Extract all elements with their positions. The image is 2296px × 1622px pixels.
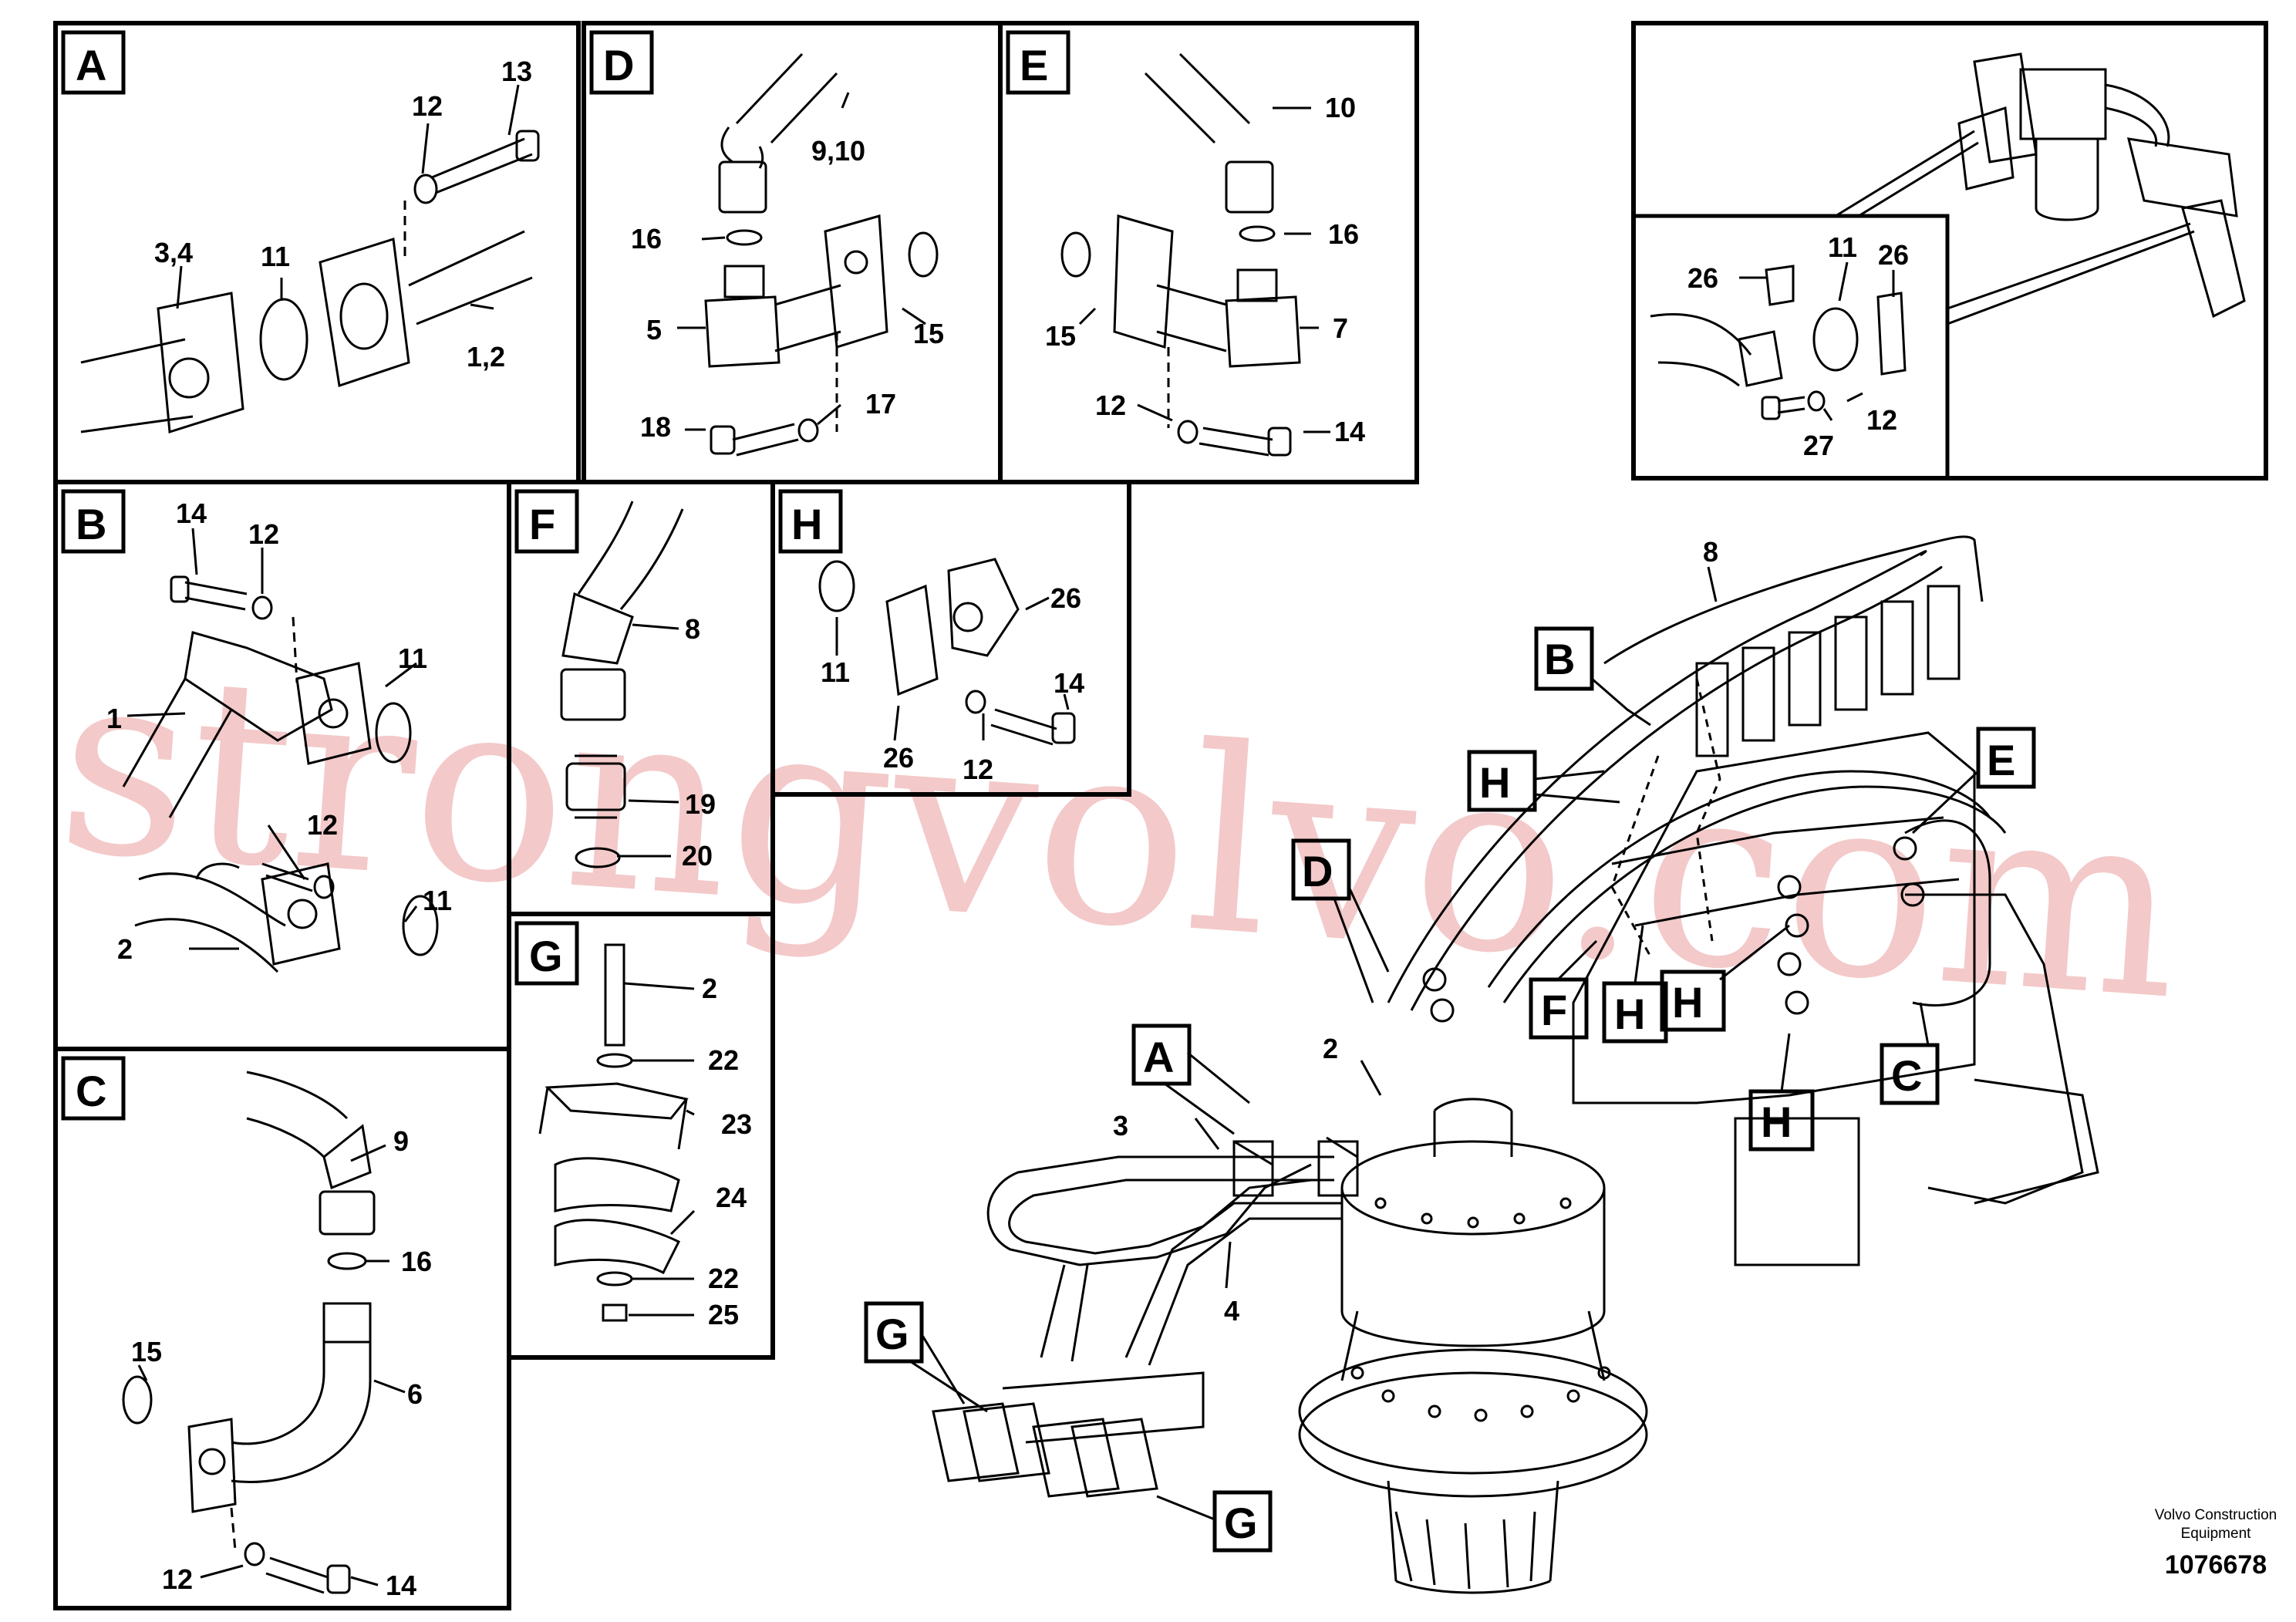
callout-26: 26 <box>1050 582 1081 614</box>
callout-13: 13 <box>501 56 532 87</box>
panel-b-label: B <box>76 500 106 548</box>
callout-14: 14 <box>176 497 207 529</box>
panel-h-label: H <box>791 500 822 548</box>
callout-2: 2 <box>1323 1033 1338 1064</box>
callout-7: 7 <box>1333 312 1348 344</box>
callout-19: 19 <box>685 788 716 820</box>
callout-12: 12 <box>1095 389 1126 421</box>
callout-27: 27 <box>1803 430 1834 461</box>
callout-11: 11 <box>261 241 290 272</box>
main-label-d: D <box>1302 847 1333 895</box>
callout-26: 26 <box>1878 239 1909 271</box>
callout-12: 12 <box>412 90 443 122</box>
panel-h: H 26 11 14 26 12 <box>770 480 1131 797</box>
panel-g-label: G <box>529 932 563 980</box>
callout-2: 2 <box>702 973 717 1004</box>
callout-4: 4 <box>1224 1295 1239 1327</box>
document-number: 1076678 <box>2165 1550 2267 1580</box>
callout-2: 2 <box>117 933 133 965</box>
callout-25: 25 <box>708 1299 739 1330</box>
callout-10: 10 <box>1325 92 1356 123</box>
panel-e-label: E <box>1020 41 1048 89</box>
callout-15: 15 <box>131 1336 162 1367</box>
callout-8: 8 <box>685 613 700 645</box>
main-label-g: G <box>875 1310 909 1358</box>
callout-12: 12 <box>963 754 993 785</box>
panel-d: D 9,10 16 5 15 18 17 <box>582 21 1003 484</box>
main-label-h: H <box>1479 758 1510 807</box>
callout-5: 5 <box>646 314 662 346</box>
callout-22: 22 <box>708 1044 739 1076</box>
main-label-g: G <box>1224 1499 1258 1547</box>
panel-a: A 13 12 3,4 11 1,2 <box>53 21 581 484</box>
callout-9-10: 9,10 <box>811 135 865 167</box>
callout-3-4: 3,4 <box>154 237 193 268</box>
panel-f-label: F <box>529 500 555 548</box>
panel-e: E 10 16 15 7 12 14 <box>998 21 1419 484</box>
callout-14: 14 <box>386 1570 416 1601</box>
panel-c-label: C <box>76 1067 106 1115</box>
callout-12: 12 <box>1866 404 1897 436</box>
callout-15: 15 <box>913 318 944 349</box>
main-label-b: B <box>1544 635 1575 683</box>
callout-15: 15 <box>1045 320 1076 352</box>
main-label-h: H <box>1614 990 1645 1038</box>
brand-line-1: Volvo Construction <box>2155 1507 2277 1523</box>
main-label-f: F <box>1541 986 1567 1034</box>
callout-26: 26 <box>883 742 914 774</box>
callout-3: 3 <box>1113 1110 1128 1141</box>
panel-a-label-box <box>61 30 126 95</box>
callout-11: 11 <box>398 642 427 674</box>
callout-18: 18 <box>640 411 671 443</box>
main-label-a: A <box>1143 1033 1174 1081</box>
callout-14: 14 <box>1054 667 1084 699</box>
callout-11: 11 <box>423 885 452 916</box>
panel-g: G 2 22 23 24 22 25 <box>507 912 775 1360</box>
callout-6: 6 <box>407 1378 423 1410</box>
main-label-c: C <box>1891 1051 1922 1100</box>
callout-12: 12 <box>248 518 279 550</box>
callout-11: 11 <box>1828 231 1857 263</box>
callout-8: 8 <box>1703 536 1718 568</box>
callout-1: 1 <box>106 703 122 734</box>
callout-22: 22 <box>708 1263 739 1294</box>
callout-14: 14 <box>1334 416 1365 447</box>
main-label-e: E <box>1987 736 2015 784</box>
callout-9: 9 <box>393 1125 409 1157</box>
callout-11: 11 <box>821 656 850 688</box>
callout-16: 16 <box>1328 218 1359 250</box>
callout-12: 12 <box>162 1563 193 1595</box>
callout-12: 12 <box>307 809 338 841</box>
inset-detail: 26 11 26 27 12 <box>1631 21 2268 481</box>
callout-26: 26 <box>1687 262 1718 294</box>
main-label-h: H <box>1761 1098 1792 1146</box>
callout-16: 16 <box>401 1246 432 1277</box>
callout-23: 23 <box>721 1108 752 1140</box>
panel-d-label: D <box>603 41 634 89</box>
watermark: strongvolvo.com <box>50 613 2190 1057</box>
brand-line-2: Equipment <box>2181 1526 2252 1542</box>
panel-a-label: A <box>76 41 106 89</box>
main-label-h: H <box>1672 978 1703 1027</box>
callout-16: 16 <box>631 223 662 255</box>
panel-c: C 9 16 15 6 12 14 <box>53 1047 511 1610</box>
callout-20: 20 <box>682 840 713 872</box>
main-assembly: B H E D F H H A C H G G 8 2 3 4 <box>864 535 2099 1594</box>
callout-24: 24 <box>716 1182 747 1213</box>
callout-1-2: 1,2 <box>467 341 505 373</box>
callout-17: 17 <box>865 388 896 420</box>
